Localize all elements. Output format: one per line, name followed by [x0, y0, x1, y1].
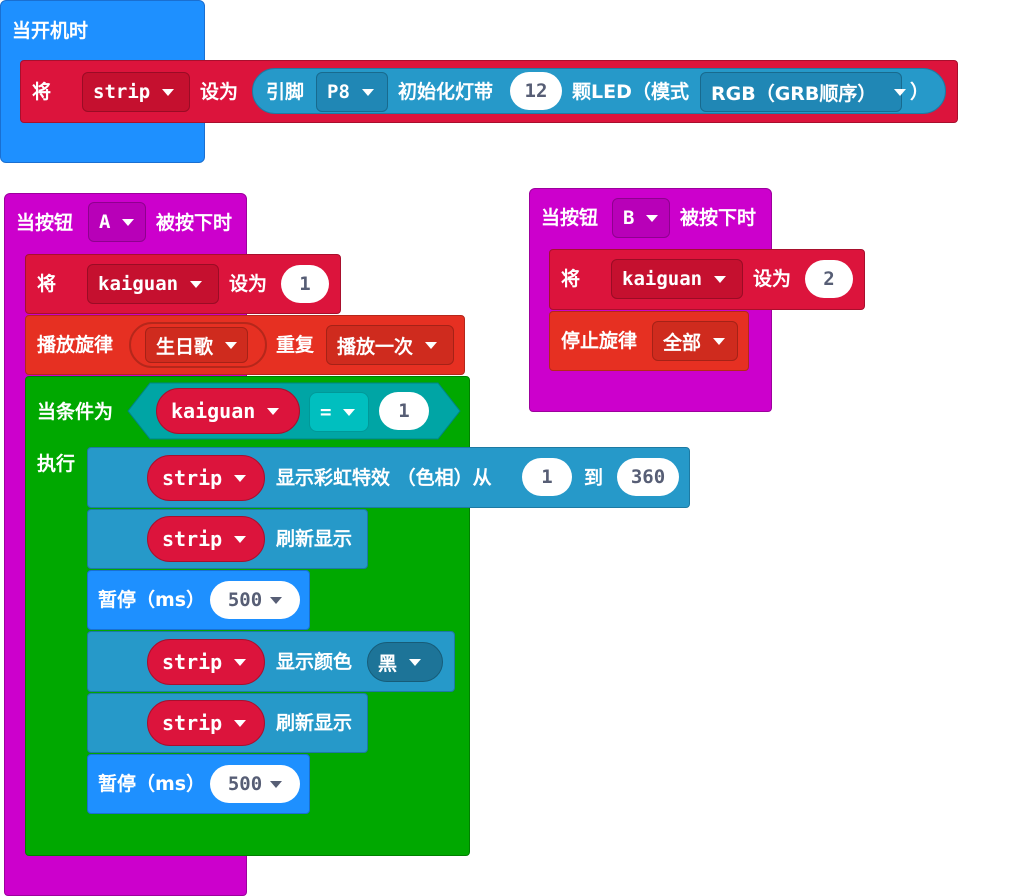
strip-var-label: strip: [162, 466, 223, 490]
strip-var-label: strip: [162, 711, 223, 735]
chevron-down-icon: [234, 719, 247, 727]
pause-label: 暂停（ms）: [98, 589, 206, 611]
color-value: 黑: [378, 652, 398, 675]
chevron-down-icon: [425, 341, 438, 349]
cond-var-label: kaiguan: [171, 399, 256, 423]
set-to-label: 设为: [200, 81, 239, 103]
on-start-label: 当开机时: [12, 20, 89, 42]
button-b-dropdown[interactable]: B: [612, 198, 670, 238]
cond-value-input[interactable]: 1: [379, 392, 429, 430]
repeat-dropdown[interactable]: 播放一次: [326, 325, 454, 365]
on-button-label: 当按钮: [16, 212, 74, 234]
stop-value: 全部: [663, 331, 702, 354]
strip-var-label: strip: [93, 81, 151, 103]
show-label: 刷新显示: [276, 712, 353, 734]
set-label: 将: [37, 273, 57, 295]
set-value-input[interactable]: 2: [805, 260, 853, 298]
cond-op-value: =: [320, 401, 332, 423]
led-count-input[interactable]: 12: [510, 72, 562, 110]
chevron-down-icon: [894, 88, 907, 96]
strip-var-pill[interactable]: strip: [147, 700, 265, 746]
kaiguan-var-dropdown[interactable]: kaiguan: [87, 264, 219, 304]
kaiguan-var-label: kaiguan: [98, 273, 179, 295]
chevron-down-icon: [409, 658, 422, 666]
stop-melody-dropdown[interactable]: 全部: [652, 321, 738, 361]
set-label: 将: [32, 81, 52, 103]
set-value-input[interactable]: 1: [281, 265, 329, 303]
set-to-label: 设为: [753, 268, 792, 290]
pause-value-dropdown[interactable]: 500: [210, 765, 300, 803]
pressed-label: 被按下时: [156, 212, 233, 234]
chevron-down-icon: [646, 214, 659, 222]
on-button-label: 当按钮: [541, 207, 599, 229]
pin-dropdown[interactable]: P8: [316, 72, 388, 112]
pause-value: 500: [227, 589, 263, 611]
melody-value: 生日歌: [156, 335, 214, 358]
mode-value: RGB（GRB顺序）: [711, 82, 877, 105]
button-a-dropdown[interactable]: A: [88, 202, 146, 242]
set-label: 将: [561, 268, 581, 290]
melody-dropdown[interactable]: 生日歌: [129, 322, 267, 368]
pause-label: 暂停（ms）: [98, 773, 206, 795]
chevron-down-icon: [270, 780, 283, 788]
melody-inner: 生日歌: [145, 327, 249, 363]
repeat-label: 重复: [276, 334, 315, 356]
chevron-down-icon: [267, 407, 280, 415]
button-b-value: B: [623, 207, 635, 229]
pin-value: P8: [327, 81, 350, 103]
show-color-label: 显示颜色: [276, 651, 353, 673]
chevron-down-icon: [122, 218, 135, 226]
rainbow-to-input[interactable]: 360: [617, 458, 679, 496]
kaiguan-var-dropdown[interactable]: kaiguan: [611, 259, 743, 299]
stop-melody-label: 停止旋律: [561, 330, 638, 352]
chevron-down-icon: [714, 275, 727, 283]
chevron-down-icon: [361, 88, 374, 96]
do-label: 执行: [37, 453, 76, 475]
chevron-down-icon: [190, 280, 203, 288]
chevron-down-icon: [713, 337, 726, 345]
pause-value-dropdown[interactable]: 500: [210, 581, 300, 619]
rainbow-from-input[interactable]: 1: [522, 458, 572, 496]
set-to-label: 设为: [229, 273, 268, 295]
pause-value: 500: [227, 773, 263, 795]
chevron-down-icon: [162, 88, 175, 96]
cond-op-dropdown[interactable]: =: [309, 392, 369, 432]
chevron-down-icon: [343, 408, 356, 416]
led-unit-label: 颗LED: [572, 81, 632, 103]
chevron-down-icon: [234, 474, 247, 482]
strip-var-pill[interactable]: strip: [147, 639, 265, 685]
chevron-down-icon: [225, 341, 238, 349]
while-label: 当条件为: [37, 401, 114, 423]
mode-dropdown[interactable]: RGB（GRB顺序）: [700, 72, 907, 112]
play-melody-label: 播放旋律: [37, 334, 114, 356]
chevron-down-icon: [270, 596, 283, 604]
strip-var-dropdown[interactable]: strip: [82, 72, 190, 112]
cond-var-pill[interactable]: kaiguan: [156, 388, 300, 434]
mode-label: （模式: [632, 81, 690, 103]
strip-var-pill[interactable]: strip: [147, 455, 265, 501]
chevron-down-icon: [234, 658, 247, 666]
show-label: 刷新显示: [276, 528, 353, 550]
button-a-value: A: [99, 211, 111, 233]
strip-var-pill[interactable]: strip: [147, 516, 265, 562]
kaiguan-var-label: kaiguan: [622, 268, 703, 290]
rainbow-label: 显示彩虹特效 （色相）从: [276, 467, 492, 489]
strip-var-label: strip: [162, 650, 223, 674]
color-dropdown[interactable]: 黑: [367, 642, 443, 682]
rainbow-to-label: 到: [584, 467, 604, 489]
pressed-label: 被按下时: [680, 207, 757, 229]
repeat-value: 播放一次: [337, 335, 414, 358]
init-strip-label: 初始化灯带: [398, 81, 494, 103]
chevron-down-icon: [234, 535, 247, 543]
close-paren: ）: [910, 81, 930, 103]
pin-label: 引脚: [266, 81, 305, 103]
strip-var-label: strip: [162, 527, 223, 551]
